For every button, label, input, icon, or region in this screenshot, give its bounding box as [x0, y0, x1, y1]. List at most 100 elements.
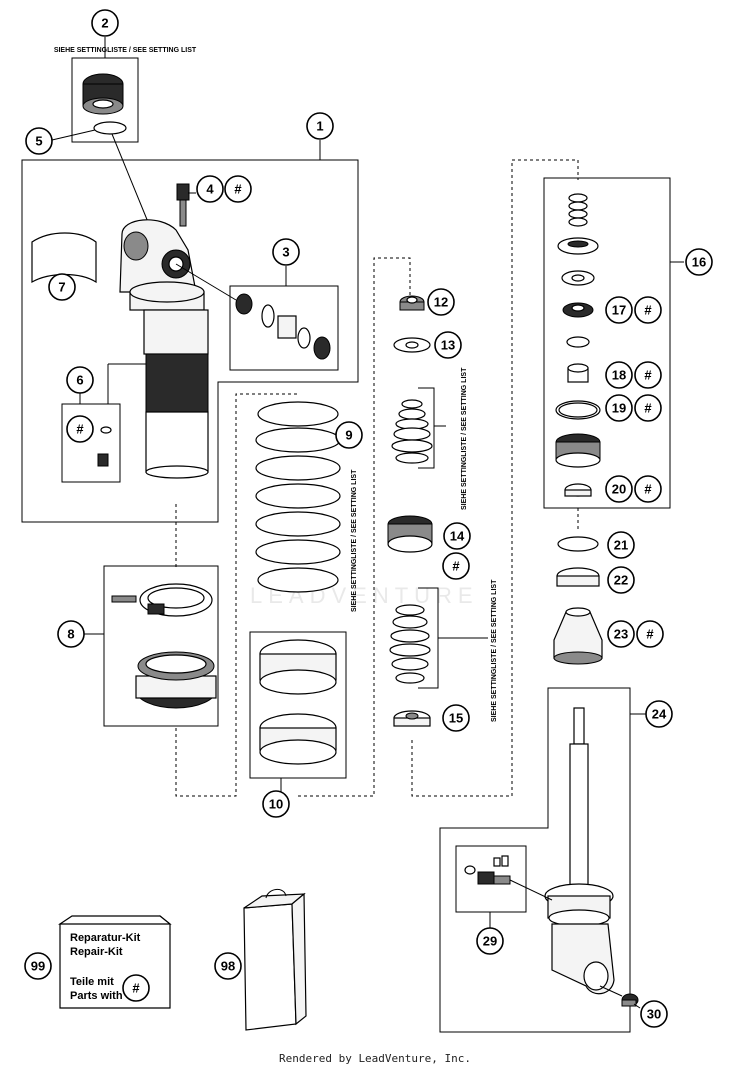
svg-text:18: 18	[612, 368, 626, 383]
hash-4-badge: #	[224, 175, 252, 203]
svg-text:#: #	[646, 627, 654, 642]
group-29-frame	[455, 845, 527, 913]
part-1-shock-body	[119, 219, 209, 479]
callout-4: 4	[196, 175, 224, 203]
part-19-oring	[555, 400, 601, 420]
svg-text:19: 19	[612, 401, 626, 416]
svg-text:15: 15	[449, 711, 463, 726]
hash-14-badge: #	[442, 552, 470, 580]
group-6-frame	[61, 403, 121, 483]
part-7-sticker	[31, 232, 97, 284]
part-16-compression-parts	[557, 193, 599, 286]
bracket-upper	[418, 387, 435, 469]
callout-10: 10	[262, 790, 290, 818]
svg-text:22: 22	[614, 573, 628, 588]
svg-text:9: 9	[345, 428, 352, 443]
svg-text:29: 29	[483, 934, 497, 949]
callout-12: 12	[427, 288, 455, 316]
callout-23: 23	[607, 620, 635, 648]
svg-text:5: 5	[35, 134, 42, 149]
svg-text:6: 6	[76, 373, 83, 388]
group-3-frame	[229, 285, 339, 371]
svg-text:2: 2	[101, 16, 108, 31]
svg-text:#: #	[644, 401, 652, 416]
callout-7: 7	[48, 273, 76, 301]
leader-29-to-rod	[509, 879, 553, 901]
part-10-spring-seat	[259, 639, 337, 765]
repair-kit-box: Reparatur-Kit Repair-Kit Teile mit Parts…	[58, 915, 172, 1009]
connector-dashed-2	[298, 257, 411, 797]
part-3-seal-kit	[235, 293, 331, 360]
svg-text:20: 20	[612, 482, 626, 497]
part-9-spring	[255, 401, 341, 593]
svg-text:24: 24	[652, 707, 667, 722]
svg-text:3: 3	[282, 245, 289, 260]
svg-text:4: 4	[206, 182, 214, 197]
part-29-valve-kit	[464, 855, 511, 885]
hash-19-badge: #	[634, 394, 662, 422]
hash-23-badge: #	[636, 620, 664, 648]
callout-18: 18	[605, 361, 633, 389]
leader-3-to-body	[175, 263, 237, 301]
hash-18-badge: #	[634, 361, 662, 389]
footer-credit: Rendered by LeadVenture, Inc.	[278, 1052, 472, 1065]
leader-30-to-rod	[599, 985, 623, 997]
part-21-circlip	[557, 536, 599, 552]
svg-text:98: 98	[221, 959, 235, 974]
callouts-layer: 1234567891012131415161718192021222324293…	[24, 9, 713, 1028]
svg-text:21: 21	[614, 538, 628, 553]
part-23-bump-stop	[553, 607, 603, 665]
leader-30	[633, 1003, 641, 1009]
part-14-piston	[387, 515, 433, 553]
callout-17: 17	[605, 296, 633, 324]
svg-text:#: #	[452, 559, 460, 574]
kit-text-line2: Repair-Kit	[70, 946, 123, 958]
svg-text:12: 12	[434, 295, 448, 310]
part-6-valve	[97, 426, 112, 467]
svg-text:23: 23	[614, 627, 628, 642]
callout-14: 14	[443, 522, 471, 550]
group-16-frame	[543, 177, 671, 509]
setting-list-label-9: SIEHE SETTINGLISTE / SEE SETTING LIST	[351, 469, 358, 612]
callout-21: 21	[607, 531, 635, 559]
leader-5	[51, 129, 96, 141]
part-22-seal-holder	[556, 567, 600, 587]
svg-text:14: 14	[450, 529, 465, 544]
svg-text:30: 30	[647, 1007, 661, 1022]
setting-stack-upper	[391, 399, 433, 464]
hash-kit-badge: #	[122, 974, 150, 1002]
svg-text:99: 99	[31, 959, 45, 974]
svg-text:#: #	[234, 182, 242, 197]
group-24-frame	[439, 687, 631, 1033]
part-17-seal	[562, 302, 594, 318]
part-30-bushing	[621, 993, 639, 1007]
svg-text:#: #	[644, 303, 652, 318]
group-1-frame	[21, 159, 359, 523]
callout-5: 5	[25, 127, 53, 155]
part-8-adjusting-ring	[111, 583, 217, 709]
callout-29: 29	[476, 927, 504, 955]
kit-text-line1: Reparatur-Kit	[70, 932, 141, 944]
svg-text:#: #	[644, 368, 652, 383]
part-20-cap	[564, 483, 592, 497]
callout-2: 2	[91, 9, 119, 37]
part-4-bleed-screw	[176, 183, 190, 227]
group-8-frame	[103, 565, 219, 727]
svg-text:#: #	[644, 482, 652, 497]
svg-text:17: 17	[612, 303, 626, 318]
svg-text:7: 7	[58, 280, 65, 295]
svg-text:1: 1	[316, 119, 323, 134]
callout-16: 16	[685, 248, 713, 276]
part-12-nut	[399, 295, 425, 311]
svg-text:10: 10	[269, 797, 283, 812]
callout-3: 3	[272, 238, 300, 266]
leader-5-to-body	[111, 133, 149, 223]
setting-list-label-lower: SIEHE SETTINGLISTE / SEE SETTING LIST	[491, 579, 498, 722]
part-5-oring	[93, 121, 127, 135]
callout-13: 13	[434, 331, 462, 359]
callout-9: 9	[335, 421, 363, 449]
svg-text:#: #	[76, 422, 84, 437]
callout-19: 19	[605, 394, 633, 422]
callout-98: 98	[214, 952, 242, 980]
